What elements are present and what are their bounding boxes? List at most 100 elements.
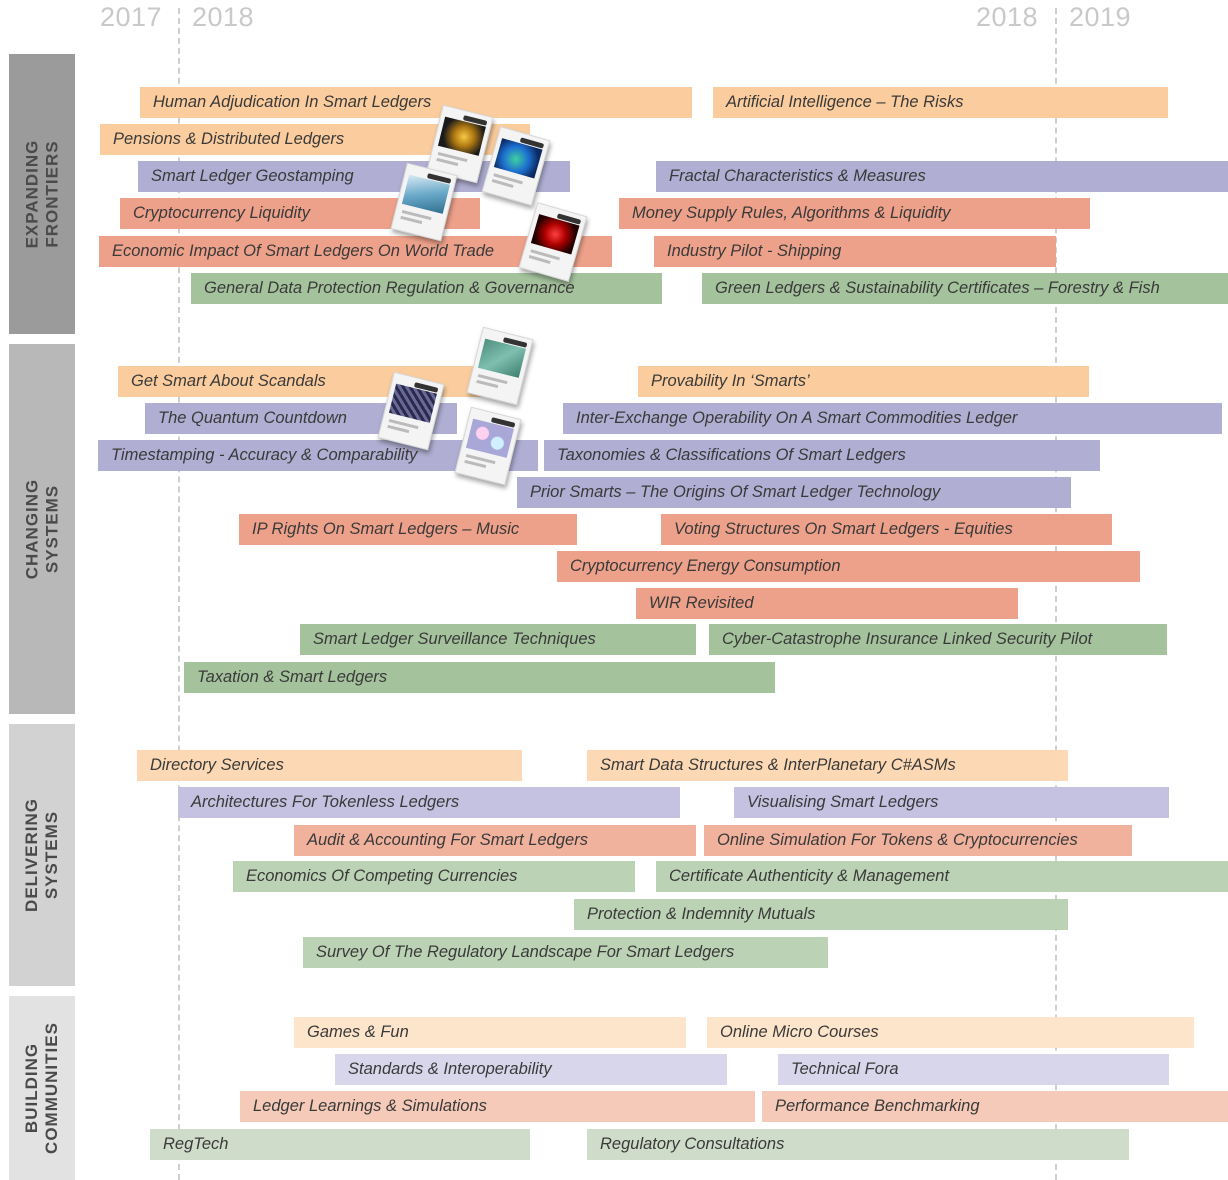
roadmap-item: Certificate Authenticity & Management <box>656 861 1228 892</box>
roadmap-item: Fractal Characteristics & Measures <box>656 161 1228 192</box>
roadmap-item: Voting Structures On Smart Ledgers - Equ… <box>661 514 1112 545</box>
year-2018-end: 2018 <box>976 2 1039 32</box>
roadmap-item-label: Economic Impact Of Smart Ledgers On Worl… <box>112 242 495 260</box>
roadmap-item: Ledger Learnings & Simulations <box>240 1091 755 1122</box>
roadmap-item: Human Adjudication In Smart Ledgers <box>140 87 692 118</box>
roadmap-item: Artificial Intelligence – The Risks <box>713 87 1168 118</box>
roadmap-item: Online Simulation For Tokens & Cryptocur… <box>704 825 1132 856</box>
section-label: COMMUNITIES <box>42 1022 62 1154</box>
roadmap-item: Technical Fora <box>778 1054 1169 1085</box>
roadmap-item: General Data Protection Regulation & Gov… <box>191 273 662 304</box>
roadmap-item-label: Smart Ledger Geostamping <box>151 167 354 185</box>
roadmap-item-label: Online Micro Courses <box>720 1023 879 1041</box>
roadmap-item: Cryptocurrency Energy Consumption <box>557 551 1140 582</box>
publication-thumbnail <box>454 406 522 486</box>
roadmap-item: Visualising Smart Ledgers <box>734 787 1169 818</box>
roadmap-item-label: Prior Smarts – The Origins Of Smart Ledg… <box>530 483 941 501</box>
section-label: EXPANDING <box>22 139 41 249</box>
roadmap-item-label: Smart Ledger Surveillance Techniques <box>313 630 596 648</box>
roadmap-item: WIR Revisited <box>636 588 1018 619</box>
roadmap-item-label: Fractal Characteristics & Measures <box>669 167 926 185</box>
roadmap-item-label: Taxonomies & Classifications Of Smart Le… <box>557 446 906 464</box>
roadmap-item: Regulatory Consultations <box>587 1129 1129 1160</box>
roadmap-item-label: Standards & Interoperability <box>348 1060 552 1078</box>
roadmap-item: Survey Of The Regulatory Landscape For S… <box>303 937 828 968</box>
roadmap-item-label: IP Rights On Smart Ledgers – Music <box>252 520 520 538</box>
roadmap-item-label: Industry Pilot - Shipping <box>667 242 842 260</box>
roadmap-item: Taxonomies & Classifications Of Smart Le… <box>544 440 1100 471</box>
roadmap-item-label: Taxation & Smart Ledgers <box>197 668 388 686</box>
roadmap-item: Prior Smarts – The Origins Of Smart Ledg… <box>517 477 1071 508</box>
roadmap-item-label: Online Simulation For Tokens & Cryptocur… <box>717 831 1078 849</box>
year-2018-start: 2018 <box>192 2 255 32</box>
roadmap-item: Protection & Indemnity Mutuals <box>574 899 1068 930</box>
roadmap-item: Inter-Exchange Operability On A Smart Co… <box>563 403 1222 434</box>
roadmap-item-label: Games & Fun <box>307 1023 409 1041</box>
roadmap-item-label: Money Supply Rules, Algorithms & Liquidi… <box>632 204 951 222</box>
roadmap-item-label: RegTech <box>163 1135 229 1153</box>
roadmap-item-label: Directory Services <box>150 756 284 774</box>
roadmap-item: Directory Services <box>137 750 522 781</box>
roadmap-item-label: Voting Structures On Smart Ledgers - Equ… <box>674 520 1013 538</box>
roadmap-item: Smart Data Structures & InterPlanetary C… <box>587 750 1068 781</box>
roadmap-item-label: Artificial Intelligence – The Risks <box>726 93 964 111</box>
roadmap-item-label: Certificate Authenticity & Management <box>669 867 950 885</box>
roadmap-item-label: Audit & Accounting For Smart Ledgers <box>307 831 588 849</box>
roadmap-item: Taxation & Smart Ledgers <box>184 662 775 693</box>
roadmap-item: Performance Benchmarking <box>762 1091 1228 1122</box>
roadmap-item-label: Protection & Indemnity Mutuals <box>587 905 816 923</box>
roadmap-item: Economics Of Competing Currencies <box>233 861 635 892</box>
roadmap-item-label: Inter-Exchange Operability On A Smart Co… <box>576 409 1018 427</box>
roadmap-item-label: Regulatory Consultations <box>600 1135 785 1153</box>
roadmap-item: Online Micro Courses <box>707 1017 1194 1048</box>
divider-2018-2019 <box>1055 8 1057 1180</box>
roadmap-item: Smart Ledger Surveillance Techniques <box>300 624 696 655</box>
roadmap-item-label: General Data Protection Regulation & Gov… <box>204 279 575 297</box>
roadmap-item-label: Human Adjudication In Smart Ledgers <box>153 93 432 111</box>
publication-thumbnail <box>466 326 534 406</box>
section-label: DELIVERING <box>22 798 41 912</box>
roadmap-item-label: Technical Fora <box>791 1060 899 1078</box>
roadmap-item-label: Architectures For Tokenless Ledgers <box>191 793 460 811</box>
roadmap-item-label: The Quantum Countdown <box>158 409 347 427</box>
roadmap-item-label: Cyber-Catastrophe Insurance Linked Secur… <box>722 630 1093 648</box>
roadmap-item-label: Pensions & Distributed Ledgers <box>113 130 345 148</box>
section-label: SYSTEMS <box>42 810 61 900</box>
roadmap-item-label: Timestamping - Accuracy & Comparability <box>111 446 418 464</box>
roadmap-item: RegTech <box>150 1129 530 1160</box>
divider-2017-2018 <box>178 8 180 1180</box>
roadmap-item-label: Survey Of The Regulatory Landscape For S… <box>316 943 735 961</box>
roadmap-item: Audit & Accounting For Smart Ledgers <box>294 825 696 856</box>
roadmap-item: Money Supply Rules, Algorithms & Liquidi… <box>619 198 1090 229</box>
roadmap-item-label: Performance Benchmarking <box>775 1097 980 1115</box>
roadmap-item: Cyber-Catastrophe Insurance Linked Secur… <box>709 624 1167 655</box>
section-label: CHANGING <box>22 478 41 580</box>
section-label: FRONTIERS <box>42 140 61 248</box>
year-2017: 2017 <box>100 2 163 32</box>
roadmap-item-label: WIR Revisited <box>649 594 754 612</box>
section-label: BUILDING <box>22 1042 42 1134</box>
roadmap-item: Industry Pilot - Shipping <box>654 236 1056 267</box>
roadmap-item-label: Cryptocurrency Energy Consumption <box>570 557 841 575</box>
roadmap-item: Standards & Interoperability <box>335 1054 727 1085</box>
roadmap-item-label: Provability In ‘Smarts’ <box>651 372 810 390</box>
year-2019: 2019 <box>1069 2 1132 32</box>
roadmap-item: Provability In ‘Smarts’ <box>638 366 1089 397</box>
roadmap-item-label: Visualising Smart Ledgers <box>747 793 939 811</box>
roadmap-item-label: Smart Data Structures & InterPlanetary C… <box>600 756 956 774</box>
roadmap-item-label: Get Smart About Scandals <box>131 372 326 390</box>
roadmap-item: Architectures For Tokenless Ledgers <box>178 787 680 818</box>
section-label: SYSTEMS <box>42 484 61 574</box>
roadmap-item-label: Green Ledgers & Sustainability Certifica… <box>715 279 1160 297</box>
roadmap-item: Green Ledgers & Sustainability Certifica… <box>702 273 1228 304</box>
roadmap-item: IP Rights On Smart Ledgers – Music <box>239 514 577 545</box>
roadmap-item-label: Cryptocurrency Liquidity <box>133 204 310 222</box>
roadmap-item: Games & Fun <box>294 1017 686 1048</box>
roadmap-item-label: Economics Of Competing Currencies <box>246 867 518 885</box>
roadmap-item-label: Ledger Learnings & Simulations <box>253 1097 487 1115</box>
publication-thumbnail <box>518 202 588 282</box>
